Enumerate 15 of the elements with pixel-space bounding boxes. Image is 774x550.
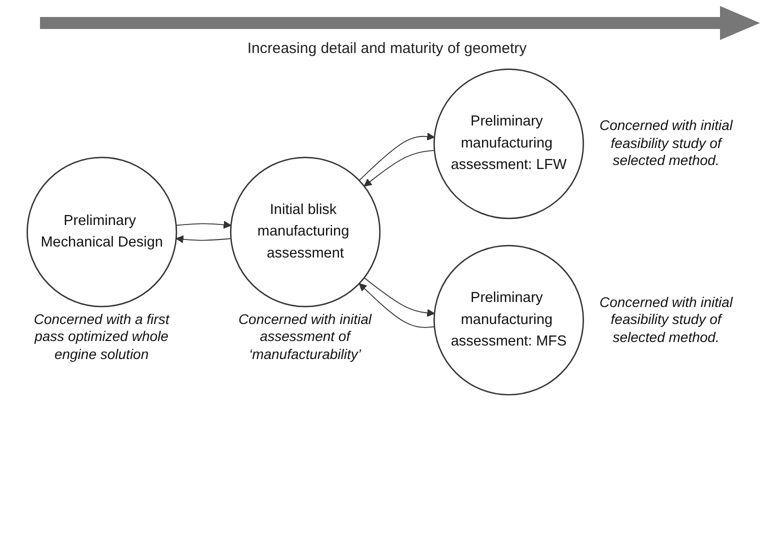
node-circle: Preliminary Mechanical Design [26, 156, 177, 308]
node-circle: Initial blisk manufacturing assessment [230, 156, 380, 308]
arrow [175, 220, 232, 229]
arrow [364, 150, 435, 187]
arrow [363, 277, 434, 317]
arrow [358, 132, 434, 181]
node-caption: Concerned with a first pass optimized whole engine solution [32, 310, 171, 364]
arrow [175, 235, 232, 244]
axis-label: Increasing detail and maturity of geometry [246, 40, 528, 57]
arrow [358, 283, 435, 328]
node-caption: Concerned with initial feasibility study of selected method. [598, 117, 734, 170]
node-caption: Concerned with initial feasibility study of selected method. [598, 294, 734, 346]
node-circle: Preliminary manufacturing assessment: MFS [433, 244, 584, 396]
node-circle: Preliminary manufacturing assessment: LFW [433, 68, 584, 220]
node-caption: Concerned with initial assessment of ‘manufacturability’ [237, 310, 373, 364]
